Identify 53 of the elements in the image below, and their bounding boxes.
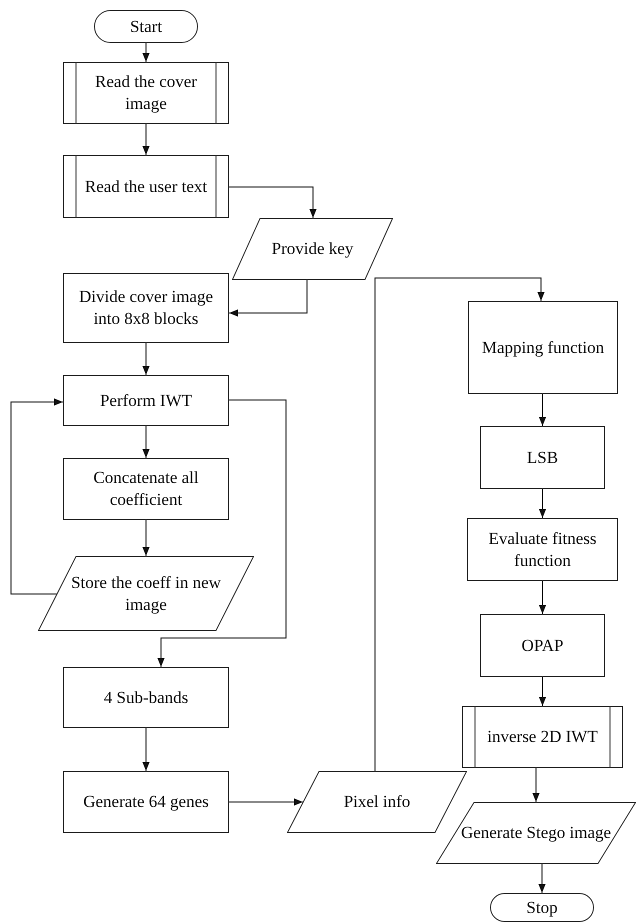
arrow: [228, 186, 317, 218]
step-text: OPAP: [520, 634, 564, 656]
arrow: [142, 426, 150, 458]
arrow: [157, 400, 286, 668]
step-text: Stop: [525, 896, 559, 918]
step-text: Mapping function: [480, 336, 606, 358]
data-parallelogram: [436, 802, 636, 864]
process-box: [63, 458, 229, 520]
step-text: inverse 2D IWT: [486, 726, 599, 748]
arrow: [228, 798, 304, 806]
arrow: [538, 580, 546, 614]
step-text: Store the coeff in new image: [70, 572, 222, 616]
process-box: [480, 614, 605, 677]
subprocess-box: [63, 62, 229, 124]
arrow: [142, 520, 150, 556]
step-text: Perform IWT: [98, 390, 194, 412]
arrow: [228, 280, 308, 317]
arrow: [142, 124, 150, 156]
step-text: Generate 64 genes: [82, 791, 210, 813]
process-box: [63, 273, 229, 343]
step-text: Concatenate all coefficient: [92, 467, 200, 511]
arrow: [10, 398, 64, 594]
process-box: [468, 301, 618, 394]
process-box: [467, 518, 618, 581]
arrow: [142, 342, 150, 376]
process-box: [480, 426, 605, 489]
step-text: Read the cover image: [94, 71, 198, 115]
step-text: LSB: [526, 446, 560, 468]
arrow: [538, 864, 546, 894]
data-parallelogram: [232, 218, 393, 280]
arrow: [538, 676, 546, 706]
step-text: Start: [128, 16, 164, 38]
arrow: [374, 278, 545, 772]
step-text: Read the user text: [84, 176, 208, 198]
subprocess-box: [462, 706, 623, 768]
arrow: [142, 728, 150, 772]
step-text: Pixel info: [342, 791, 412, 813]
process-box: [63, 375, 229, 426]
step-text: Provide key: [270, 238, 354, 260]
arrow: [142, 42, 150, 62]
subprocess-box: [63, 155, 229, 218]
step-text: 4 Sub-bands: [102, 686, 190, 708]
process-box: [63, 771, 229, 833]
step-text: Divide cover image into 8x8 blocks: [78, 286, 214, 330]
process-box: [63, 667, 229, 728]
arrow: [538, 394, 546, 426]
terminal-shape: [490, 893, 594, 922]
data-parallelogram: [38, 556, 254, 631]
step-text: Evaluate fitness function: [487, 528, 598, 572]
step-text: Generate Stego image: [460, 822, 612, 844]
arrow: [532, 768, 540, 802]
arrow: [538, 488, 546, 518]
terminal-shape: [94, 10, 198, 43]
